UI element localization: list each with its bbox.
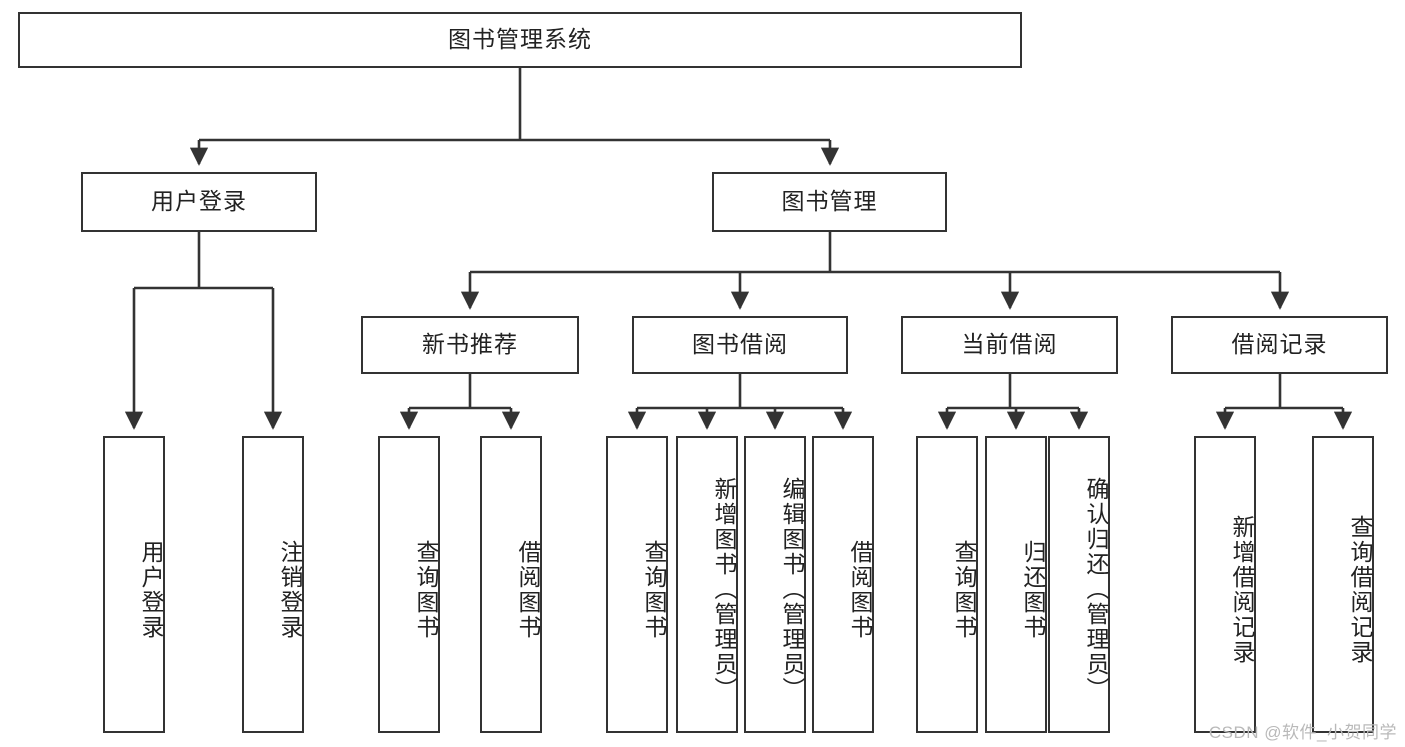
leaf-confirm-return-admin[interactable]: 确认归还（管理员） bbox=[1048, 436, 1110, 733]
leaf-add-borrow-record[interactable]: 新增借阅记录 bbox=[1194, 436, 1256, 733]
node-current-borrow[interactable]: 当前借阅 bbox=[901, 316, 1118, 374]
leaf-return-book-label: 归还图书 bbox=[1020, 539, 1046, 640]
leaf-query-book-current[interactable]: 查询图书 bbox=[916, 436, 978, 733]
leaf-borrow-book[interactable]: 借阅图书 bbox=[812, 436, 874, 733]
leaf-borrow-book-newbook-label: 借阅图书 bbox=[515, 539, 541, 640]
leaf-user-login[interactable]: 用户登录 bbox=[103, 436, 165, 733]
leaf-return-book[interactable]: 归还图书 bbox=[985, 436, 1047, 733]
node-root-label: 图书管理系统 bbox=[448, 26, 592, 53]
leaf-add-book-admin[interactable]: 新增图书（管理员） bbox=[676, 436, 738, 733]
node-root[interactable]: 图书管理系统 bbox=[18, 12, 1022, 68]
leaf-user-login-label: 用户登录 bbox=[138, 539, 164, 640]
node-book-borrow-label: 图书借阅 bbox=[692, 331, 788, 358]
node-new-book-recommend[interactable]: 新书推荐 bbox=[361, 316, 579, 374]
node-new-book-recommend-label: 新书推荐 bbox=[422, 331, 518, 358]
leaf-add-book-admin-label: 新增图书（管理员） bbox=[711, 477, 737, 702]
watermark: CSDN @软件_小贺同学 bbox=[1208, 723, 1397, 742]
node-borrow-record-label: 借阅记录 bbox=[1231, 331, 1328, 358]
leaf-logout-login[interactable]: 注销登录 bbox=[242, 436, 304, 733]
leaf-query-book-borrow[interactable]: 查询图书 bbox=[606, 436, 668, 733]
leaf-borrow-book-newbook[interactable]: 借阅图书 bbox=[480, 436, 542, 733]
node-borrow-record[interactable]: 借阅记录 bbox=[1171, 316, 1388, 374]
leaf-edit-book-admin[interactable]: 编辑图书（管理员） bbox=[744, 436, 806, 733]
leaf-query-book-newbook[interactable]: 查询图书 bbox=[378, 436, 440, 733]
leaf-borrow-book-label: 借阅图书 bbox=[847, 539, 873, 640]
leaf-query-book-newbook-label: 查询图书 bbox=[413, 539, 439, 640]
node-user-login-label: 用户登录 bbox=[151, 188, 247, 215]
node-book-borrow[interactable]: 图书借阅 bbox=[632, 316, 848, 374]
node-book-management[interactable]: 图书管理 bbox=[712, 172, 947, 232]
leaf-query-book-borrow-label: 查询图书 bbox=[641, 539, 667, 640]
leaf-query-borrow-record-label: 查询借阅记录 bbox=[1347, 514, 1373, 665]
node-user-login[interactable]: 用户登录 bbox=[81, 172, 317, 232]
leaf-logout-login-label: 注销登录 bbox=[277, 539, 303, 640]
node-book-management-label: 图书管理 bbox=[781, 188, 878, 215]
leaf-add-borrow-record-label: 新增借阅记录 bbox=[1229, 514, 1255, 665]
leaf-query-book-current-label: 查询图书 bbox=[951, 539, 977, 640]
node-current-borrow-label: 当前借阅 bbox=[961, 331, 1058, 358]
leaf-query-borrow-record[interactable]: 查询借阅记录 bbox=[1312, 436, 1374, 733]
leaf-edit-book-admin-label: 编辑图书（管理员） bbox=[779, 477, 805, 702]
leaf-confirm-return-admin-label: 确认归还（管理员） bbox=[1083, 477, 1109, 702]
